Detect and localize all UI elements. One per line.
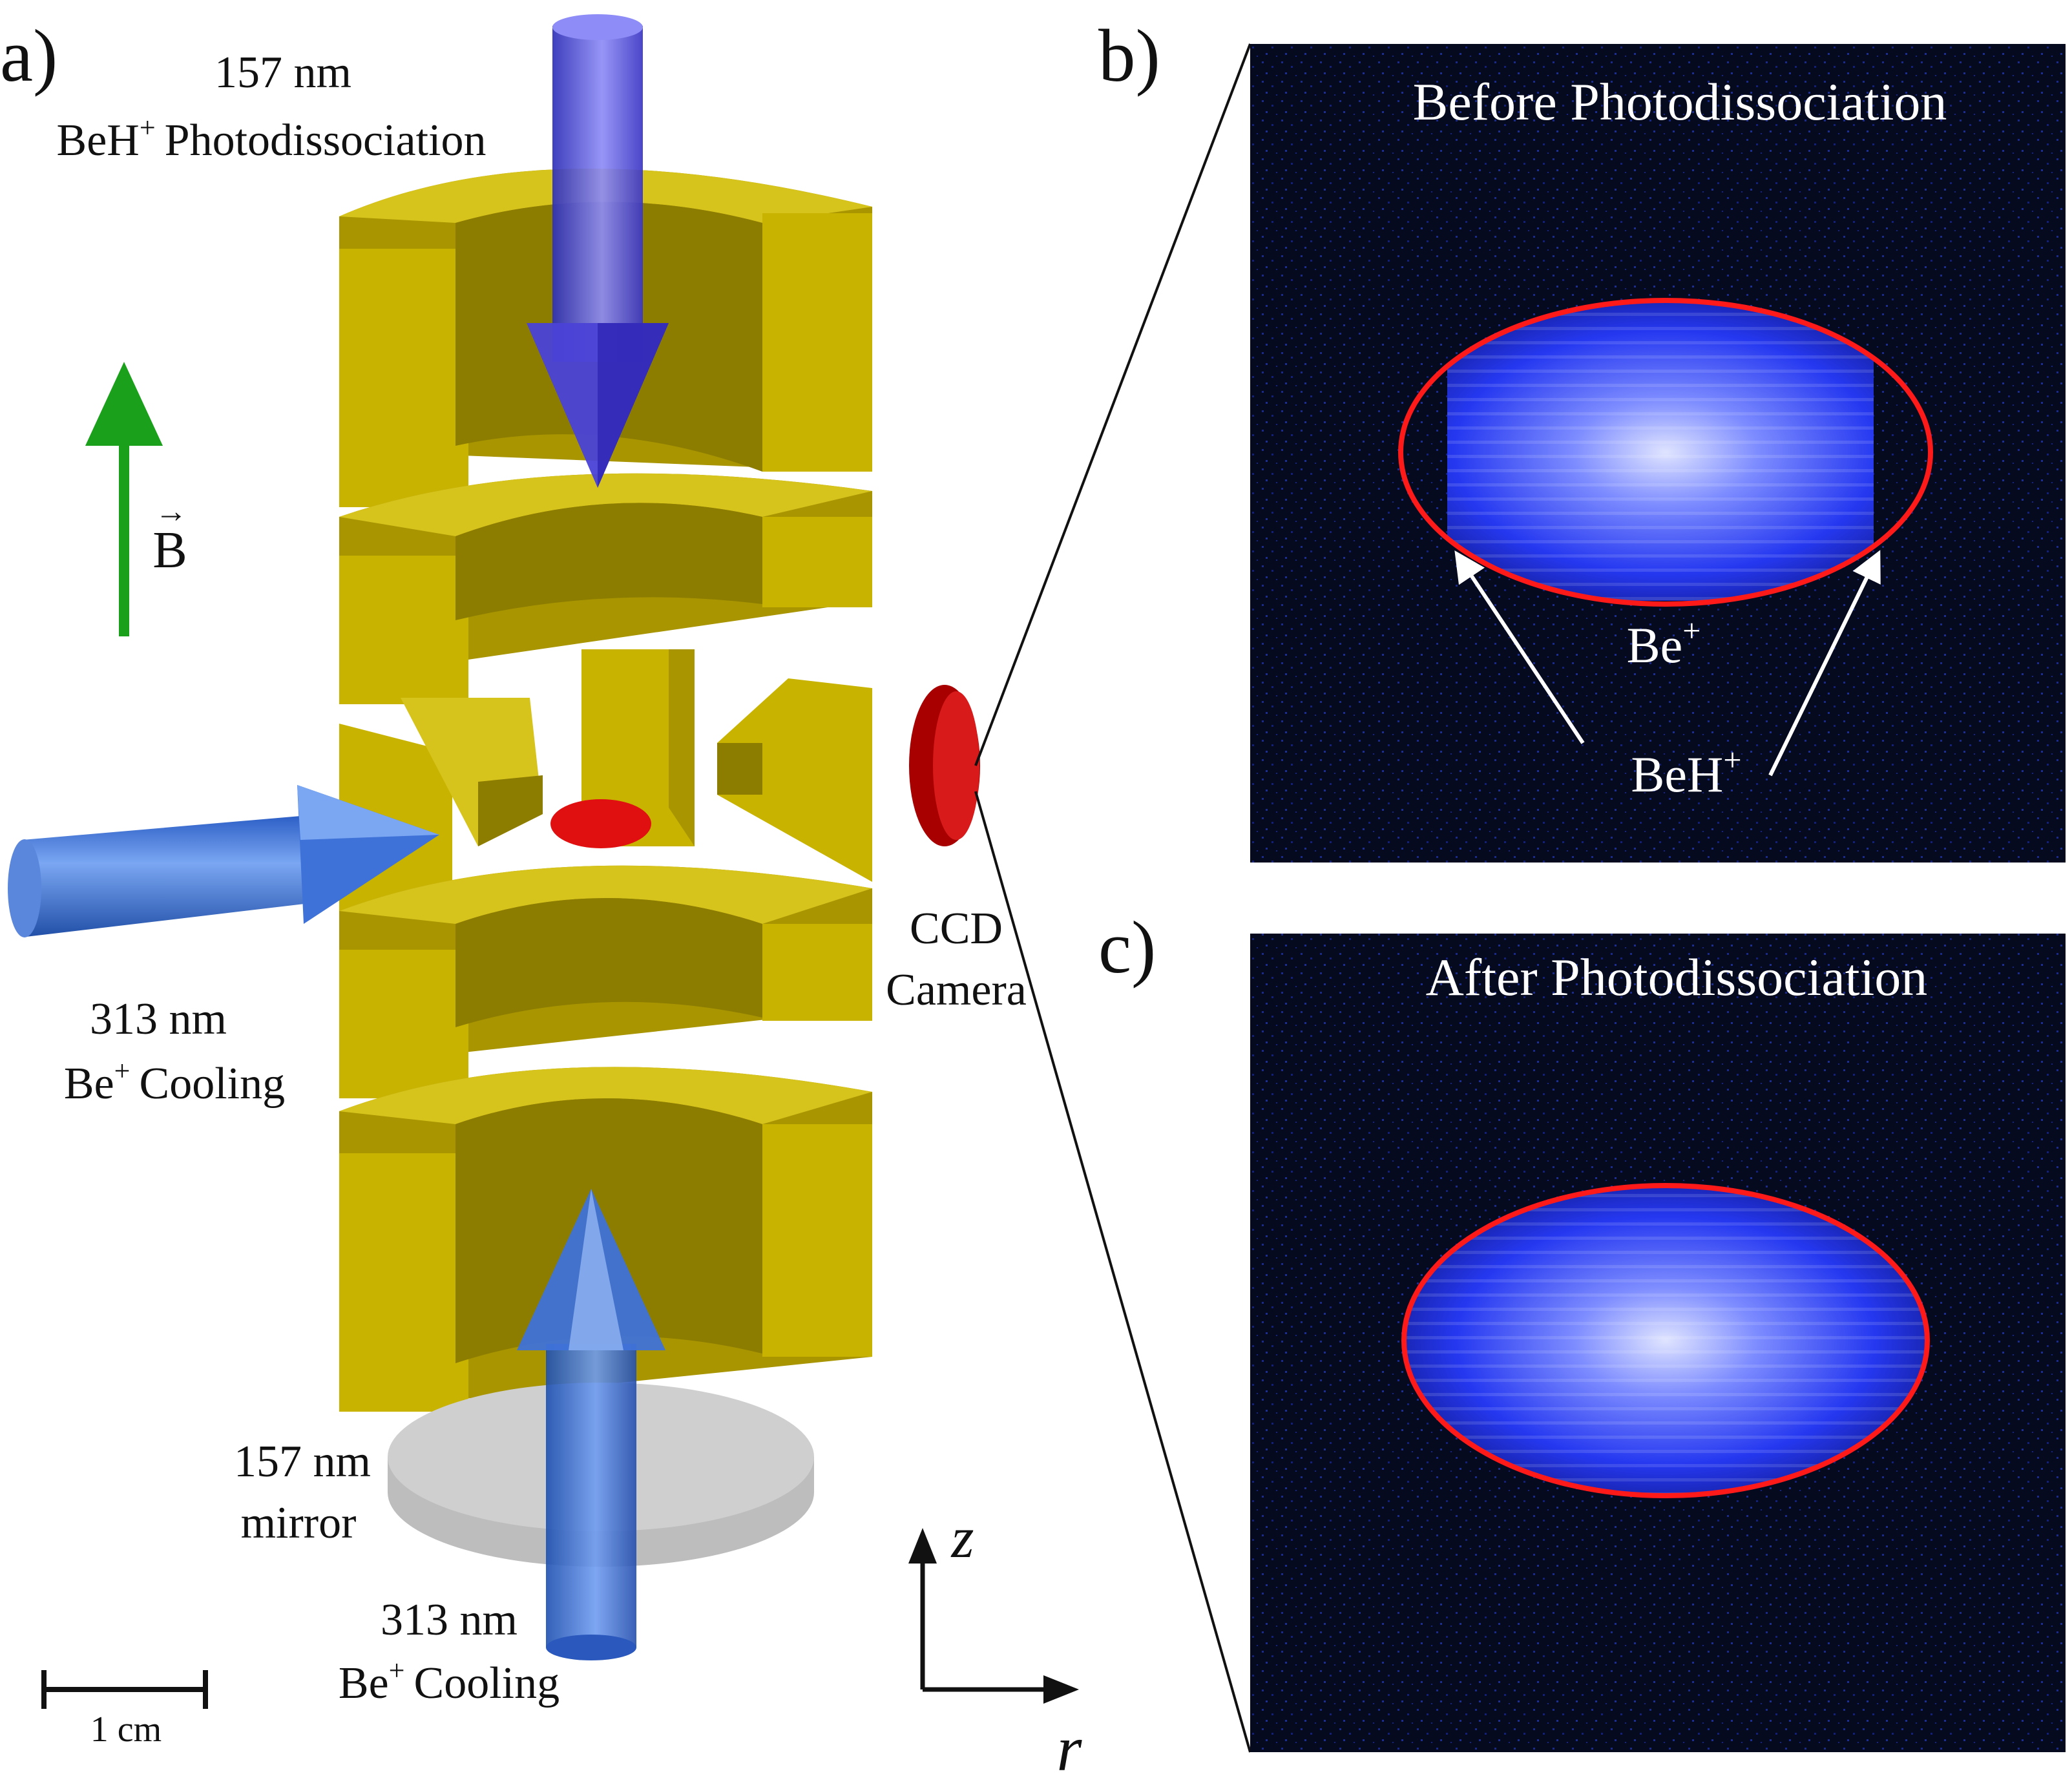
- top-beam-arrow: [527, 14, 669, 488]
- be-ion-label: Be+: [1627, 612, 1701, 673]
- beh-arrow-right: [1768, 550, 1881, 777]
- zoom-line-top: [974, 43, 1251, 766]
- zoom-line-bottom: [974, 791, 1251, 1753]
- field-symbol: B: [152, 522, 187, 579]
- electrode-ring-second: [339, 473, 872, 704]
- side-beam-wavelength: 313 nm: [90, 994, 227, 1044]
- panel-b: b) Before Photodissociation Be+ BeH+: [1098, 15, 2066, 863]
- electrode-ring-fourth: [339, 865, 872, 1098]
- coordinate-axes: [908, 1528, 1079, 1704]
- trap-electrodes: [339, 169, 872, 1412]
- before-crystal: [1398, 298, 1933, 607]
- magnetic-field-arrow: [85, 362, 163, 636]
- ion-cloud-marker: [550, 799, 651, 848]
- beh-arrow-left: [1454, 550, 1585, 744]
- mirror-line1: 157 nm: [234, 1437, 371, 1487]
- field-vector-mark: →: [155, 493, 187, 529]
- top-beam-purpose-label: BeH+Photodissociation: [57, 112, 487, 165]
- after-crystal-outline: [1401, 1183, 1930, 1498]
- panel-a: a) 157 nm BeH+Photodissociation B →: [0, 14, 1251, 1778]
- after-crystal: [1401, 1183, 1930, 1498]
- top-beam-wavelength: 157 nm: [215, 48, 351, 98]
- panel-a-label: a): [0, 15, 58, 97]
- beh-ion-label: BeH+: [1631, 742, 1741, 802]
- side-beam-purpose-label: Be+Cooling: [64, 1055, 285, 1109]
- ccd-camera-line2: Camera: [886, 965, 1027, 1015]
- bottom-beam-arrow: [517, 1189, 665, 1660]
- mirror-line2: mirror: [241, 1498, 357, 1548]
- panel-c-label: c): [1098, 906, 1156, 988]
- axis-r-label: r: [1057, 1713, 1083, 1778]
- side-beam-arrow: [8, 785, 439, 937]
- bottom-beam-wavelength: 313 nm: [381, 1595, 518, 1645]
- panel-c: c) After Photodissociation: [1098, 906, 2066, 1752]
- ccd-camera-line1: CCD: [910, 904, 1003, 954]
- scale-bar: [41, 1670, 208, 1709]
- scale-bar-label: 1 cm: [90, 1710, 162, 1750]
- after-title: After Photodissociation: [1426, 948, 1928, 1007]
- before-title: Before Photodissociation: [1413, 72, 1947, 131]
- before-crystal-outline: [1398, 298, 1933, 607]
- axis-z-label: z: [950, 1506, 974, 1570]
- bottom-beam-purpose-label: Be+Cooling: [339, 1655, 560, 1708]
- panel-b-label: b): [1098, 15, 1160, 97]
